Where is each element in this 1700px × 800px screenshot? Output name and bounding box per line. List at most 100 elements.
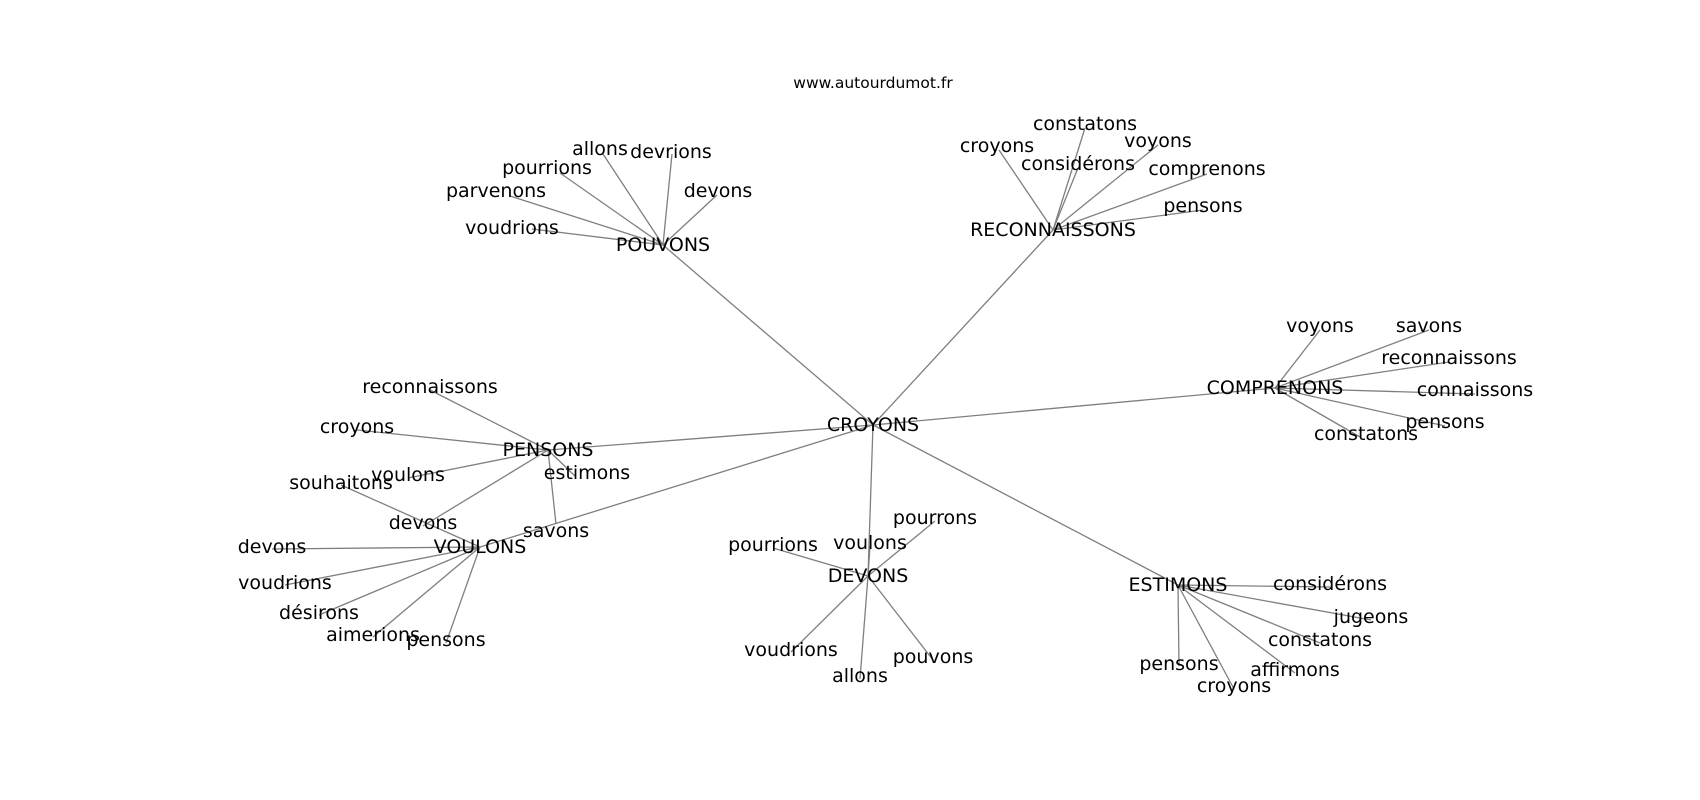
edge-voulons-leaf xyxy=(271,546,481,550)
edge-comprenons-leaf xyxy=(1274,361,1450,389)
leaf-node-label: pensons xyxy=(1405,411,1484,433)
leaf-node-label: allons xyxy=(572,138,628,160)
leaf-node-label: pensons xyxy=(406,629,485,651)
edge-estimons-leaf xyxy=(1177,584,1296,674)
edge-devons-leaf xyxy=(867,520,936,577)
leaf-node-label: désirons xyxy=(279,602,359,624)
edge-devons-leaf xyxy=(772,547,869,577)
leaf-node-label: considérons xyxy=(1021,153,1135,175)
leaf-node-label: croyons xyxy=(1197,675,1271,697)
edge-pensons-leaf xyxy=(356,429,549,451)
edge-estimons-leaf xyxy=(1177,584,1331,588)
edge-pensons-leaf xyxy=(407,449,549,479)
hub-node-label-pouvons: POUVONS xyxy=(616,234,710,256)
leaf-node-label: considérons xyxy=(1273,573,1387,595)
leaf-node-label: pouvons xyxy=(893,646,974,668)
leaf-node-label: connaissons xyxy=(1417,379,1533,401)
leaf-node-label: devons xyxy=(389,512,458,534)
edge-pouvons-leaf xyxy=(602,153,664,246)
edge-reconnaissons-leaf xyxy=(998,149,1054,231)
edge-devons-leaf xyxy=(859,575,869,680)
edge-reconnaissons-leaf xyxy=(1052,173,1208,231)
leaf-node-label: reconnaissons xyxy=(362,376,498,398)
edge-voulons-leaf xyxy=(284,546,481,586)
leaf-node-label: croyons xyxy=(320,416,394,438)
edge-voulons-leaf xyxy=(445,546,481,644)
edge-root-estimons xyxy=(872,424,1179,586)
edge-comprenons-leaf xyxy=(1274,387,1476,395)
edge-root-reconnaissons xyxy=(872,229,1054,426)
edge-root-pensons xyxy=(547,424,874,451)
edge-pensons-leaf xyxy=(422,449,549,527)
edge-devons-leaf xyxy=(867,545,871,577)
leaf-node-label: pourrions xyxy=(502,157,592,179)
site-watermark: www.autourdumot.fr xyxy=(793,74,953,92)
leaf-node-label: comprenons xyxy=(1148,158,1265,180)
hub-node-label-estimons: ESTIMONS xyxy=(1129,574,1228,596)
edge-pensons-leaf xyxy=(547,449,576,477)
edge-voulons-leaf xyxy=(318,546,481,616)
edge-root-voulons xyxy=(479,424,874,548)
leaf-node-label: souhaitons xyxy=(289,472,393,494)
leaf-node-label: jugeons xyxy=(1333,606,1409,628)
leaf-node-label: estimons xyxy=(544,462,630,484)
leaf-node-label: savons xyxy=(1396,315,1462,337)
edge-estimons-leaf xyxy=(1177,584,1180,667)
leaf-node-label: savons xyxy=(523,520,589,542)
leaf-node-label: pensons xyxy=(1163,195,1242,217)
edge-reconnaissons-leaf xyxy=(1052,144,1159,231)
leaf-node-label: constatons xyxy=(1314,423,1418,445)
root-node-label: CROYONS xyxy=(827,414,919,436)
hub-node-label-reconnaissons: RECONNAISSONS xyxy=(970,219,1136,241)
leaf-node-label: pensons xyxy=(1139,653,1218,675)
leaf-node-label: devons xyxy=(684,180,753,202)
graph-labels: CROYONSPOUVONSvoudrionsparvenonspourrion… xyxy=(238,113,1534,697)
edge-devons-leaf xyxy=(867,575,934,661)
edge-estimons-leaf xyxy=(1177,584,1372,621)
leaf-node-label: reconnaissons xyxy=(1381,347,1517,369)
leaf-node-label: voyons xyxy=(1286,315,1354,337)
edge-comprenons-leaf xyxy=(1274,329,1430,389)
edge-devons-leaf xyxy=(790,575,869,653)
edge-root-devons xyxy=(867,424,874,577)
edge-pouvons-leaf xyxy=(662,194,718,246)
edge-root-comprenons xyxy=(872,387,1276,426)
leaf-node-label: voyons xyxy=(1124,130,1192,152)
edge-comprenons-leaf xyxy=(1274,329,1321,389)
edge-pensons-leaf xyxy=(547,449,557,525)
leaf-node-label: constatons xyxy=(1033,113,1137,135)
edge-voulons-leaf xyxy=(372,546,481,638)
edge-pouvons-leaf xyxy=(559,172,664,246)
leaf-node-label: voudrions xyxy=(465,217,559,239)
edge-reconnaissons-leaf xyxy=(1052,167,1079,231)
hub-node-label-voulons: VOULONS xyxy=(434,536,527,558)
edge-comprenons-leaf xyxy=(1274,387,1361,438)
leaf-node-label: affirmons xyxy=(1250,659,1340,681)
hub-node-label-devons: DEVONS xyxy=(828,565,909,587)
edge-pouvons-leaf xyxy=(509,195,664,246)
edge-pouvons-leaf xyxy=(531,228,664,246)
leaf-node-label: allons xyxy=(832,665,888,687)
leaf-node-label: voudrions xyxy=(238,572,332,594)
leaf-node-label: devons xyxy=(238,536,307,558)
hub-node-label-comprenons: COMPRENONS xyxy=(1207,377,1344,399)
hub-node-label-pensons: PENSONS xyxy=(503,439,594,461)
edge-reconnaissons-leaf xyxy=(1052,127,1086,231)
leaf-node-label: voulons xyxy=(833,532,907,554)
edge-pouvons-leaf xyxy=(662,153,673,246)
leaf-node-label: pourrions xyxy=(728,534,818,556)
edge-voulons-leaf xyxy=(340,484,481,548)
leaf-node-label: aimerions xyxy=(326,624,420,646)
edge-pensons-leaf xyxy=(429,389,549,451)
leaf-node-label: devrions xyxy=(630,141,712,163)
leaf-node-label: voudrions xyxy=(744,639,838,661)
graph-edges xyxy=(271,127,1476,690)
edge-estimons-leaf xyxy=(1177,584,1235,690)
edge-estimons-leaf xyxy=(1177,584,1321,644)
edge-comprenons-leaf xyxy=(1274,387,1446,427)
edge-reconnaissons-leaf xyxy=(1052,209,1204,231)
leaf-node-label: constatons xyxy=(1268,629,1372,651)
leaf-node-label: parvenons xyxy=(446,180,546,202)
edge-root-pouvons xyxy=(662,244,874,426)
